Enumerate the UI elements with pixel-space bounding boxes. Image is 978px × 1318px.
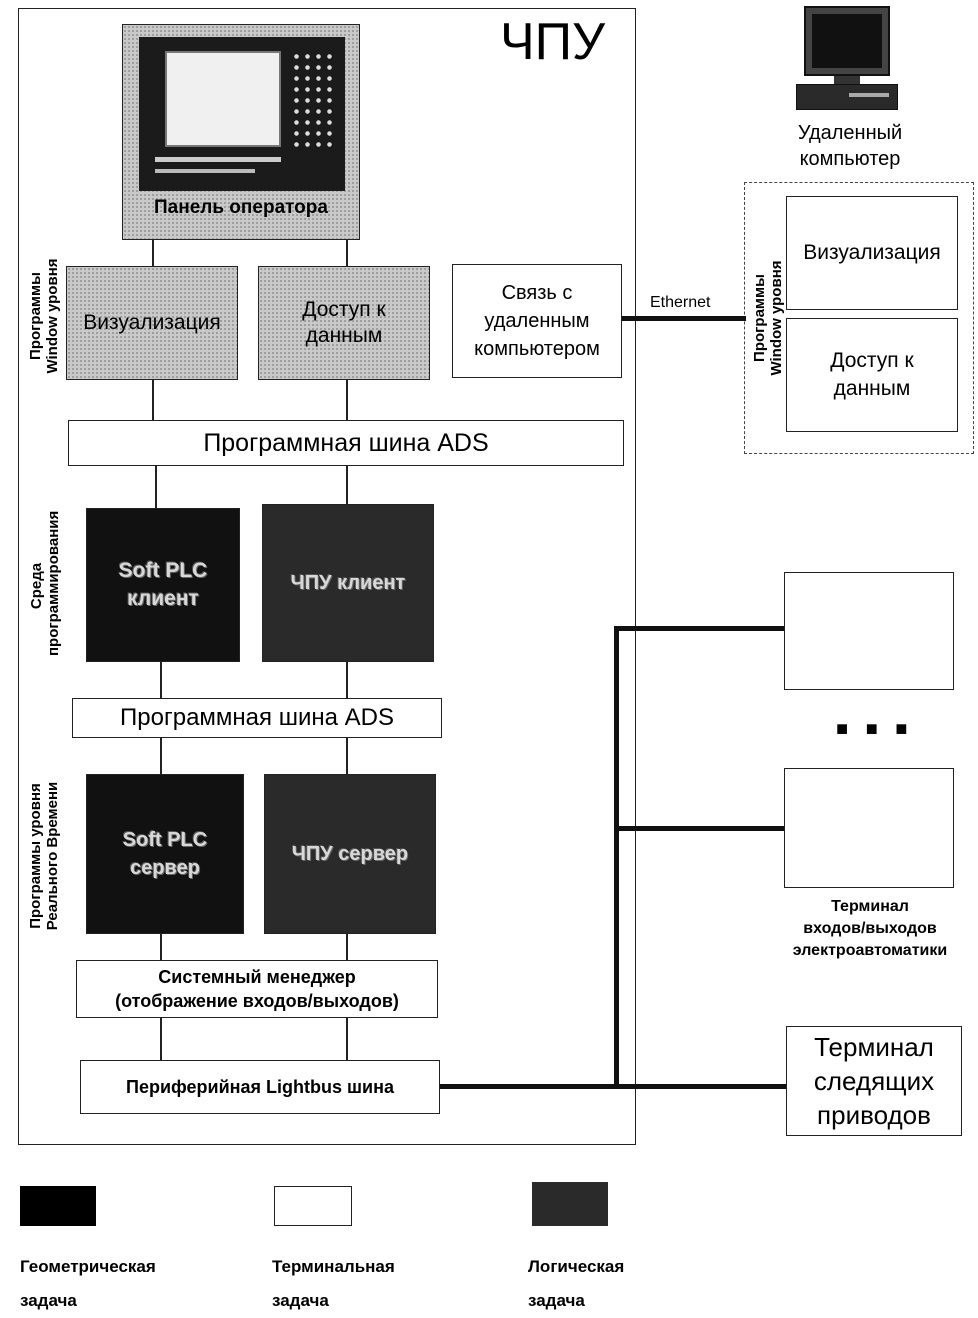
io-terminal-box-1 — [784, 572, 954, 690]
ethernet-line — [622, 316, 746, 321]
remote-window-level-label: Программы Window уровня — [751, 260, 785, 376]
drive-terminal-box: Терминал следящих приводов — [786, 1026, 962, 1136]
connector — [346, 240, 348, 266]
drive-slot — [849, 93, 889, 97]
lightbus-label: Периферийная Lightbus шина — [126, 1076, 394, 1097]
cnc-server-label: ЧПУ сервер — [291, 842, 409, 865]
remote-visualization-label: Визуализация — [803, 241, 941, 264]
io-branch-top — [614, 626, 784, 631]
ads-bus-1: Программная шина ADS — [68, 420, 624, 466]
legend-swatch-geometric — [20, 1186, 96, 1226]
lightbus-line — [440, 1084, 786, 1089]
remote-comm-label: Связь с удаленным компьютером — [474, 282, 600, 360]
ellipsis: ■ ■ ■ — [836, 718, 914, 740]
lightbus-box: Периферийная Lightbus шина — [80, 1060, 440, 1114]
monitor-frame — [804, 6, 890, 76]
connector — [346, 738, 348, 774]
panel-screen-bezel — [139, 37, 345, 191]
connector — [346, 466, 348, 508]
system-manager-label: Системный менеджер (отображение входов/в… — [115, 967, 399, 1011]
window-level-label: Программы Window уровня — [27, 258, 61, 374]
legend-swatch-terminal — [274, 1186, 352, 1226]
visualization-label: Визуализация — [83, 311, 221, 334]
connector — [346, 1018, 348, 1060]
monitor-stand — [834, 76, 860, 84]
connector — [152, 240, 154, 266]
panel-display — [165, 51, 281, 147]
soft-plc-server-label: Soft PLC сервер — [122, 829, 208, 879]
cnc-server-box: ЧПУ сервер — [264, 774, 436, 934]
soft-plc-server-box: Soft PLC сервер — [86, 774, 244, 934]
legend-label-geometric: Геометрическая задача — [20, 1257, 156, 1310]
ads-bus-2-label: Программная шина ADS — [120, 704, 394, 731]
cnc-title: ЧПУ — [500, 13, 606, 71]
ethernet-label: Ethernet — [650, 294, 711, 311]
data-access-box: Доступ к данным — [258, 266, 430, 380]
connector — [346, 934, 348, 960]
connector — [160, 738, 162, 774]
cnc-client-label: ЧПУ клиент — [290, 571, 406, 594]
connector — [152, 380, 154, 420]
remote-data-access-label: Доступ к данным — [830, 349, 914, 400]
computer-base — [796, 84, 898, 110]
bus-trunk — [614, 628, 619, 1089]
connector — [346, 380, 348, 420]
data-access-label: Доступ к данным — [302, 298, 386, 347]
cnc-client-box: ЧПУ клиент — [262, 504, 434, 662]
legend-label-logical: Логическая задача — [528, 1257, 625, 1310]
panel-bottom-bar-2 — [155, 169, 255, 173]
io-terminal-box-2 — [784, 768, 954, 888]
drive-terminal-label: Терминал следящих приводов — [813, 1032, 935, 1130]
realtime-label: Программы уровня Реального Времени — [27, 781, 61, 931]
computer-icon — [796, 6, 898, 116]
visualization-box: Визуализация — [66, 266, 238, 380]
operator-panel: Панель оператора — [122, 24, 360, 240]
remote-comm-box: Связь с удаленным компьютером — [452, 264, 622, 378]
legend-swatch-logical — [532, 1182, 608, 1226]
operator-panel-label: Панель оператора — [154, 197, 328, 218]
connector — [160, 662, 162, 698]
connector — [160, 1018, 162, 1060]
ads-bus-1-label: Программная шина ADS — [203, 428, 489, 457]
soft-plc-client-label: Soft PLC клиент — [118, 559, 208, 610]
panel-bottom-bar — [155, 157, 281, 162]
io-branch-bottom — [614, 826, 784, 831]
connector — [160, 934, 162, 960]
system-manager-box: Системный менеджер (отображение входов/в… — [76, 960, 438, 1018]
remote-data-access-box: Доступ к данным — [786, 318, 958, 432]
programming-env-label: Среда программирования — [28, 510, 62, 656]
monitor-screen — [812, 14, 882, 68]
io-terminal-label: Терминал входов/выходов электроавтоматик… — [792, 898, 948, 959]
soft-plc-client-box: Soft PLC клиент — [86, 508, 240, 662]
panel-keypad — [291, 51, 335, 147]
ads-bus-2: Программная шина ADS — [72, 698, 442, 738]
connector — [346, 662, 348, 698]
legend-label-terminal: Терминальная задача — [272, 1257, 395, 1310]
connector — [155, 466, 157, 508]
remote-visualization-box: Визуализация — [786, 196, 958, 310]
remote-computer-label: Удаленный компьютер — [797, 122, 903, 170]
